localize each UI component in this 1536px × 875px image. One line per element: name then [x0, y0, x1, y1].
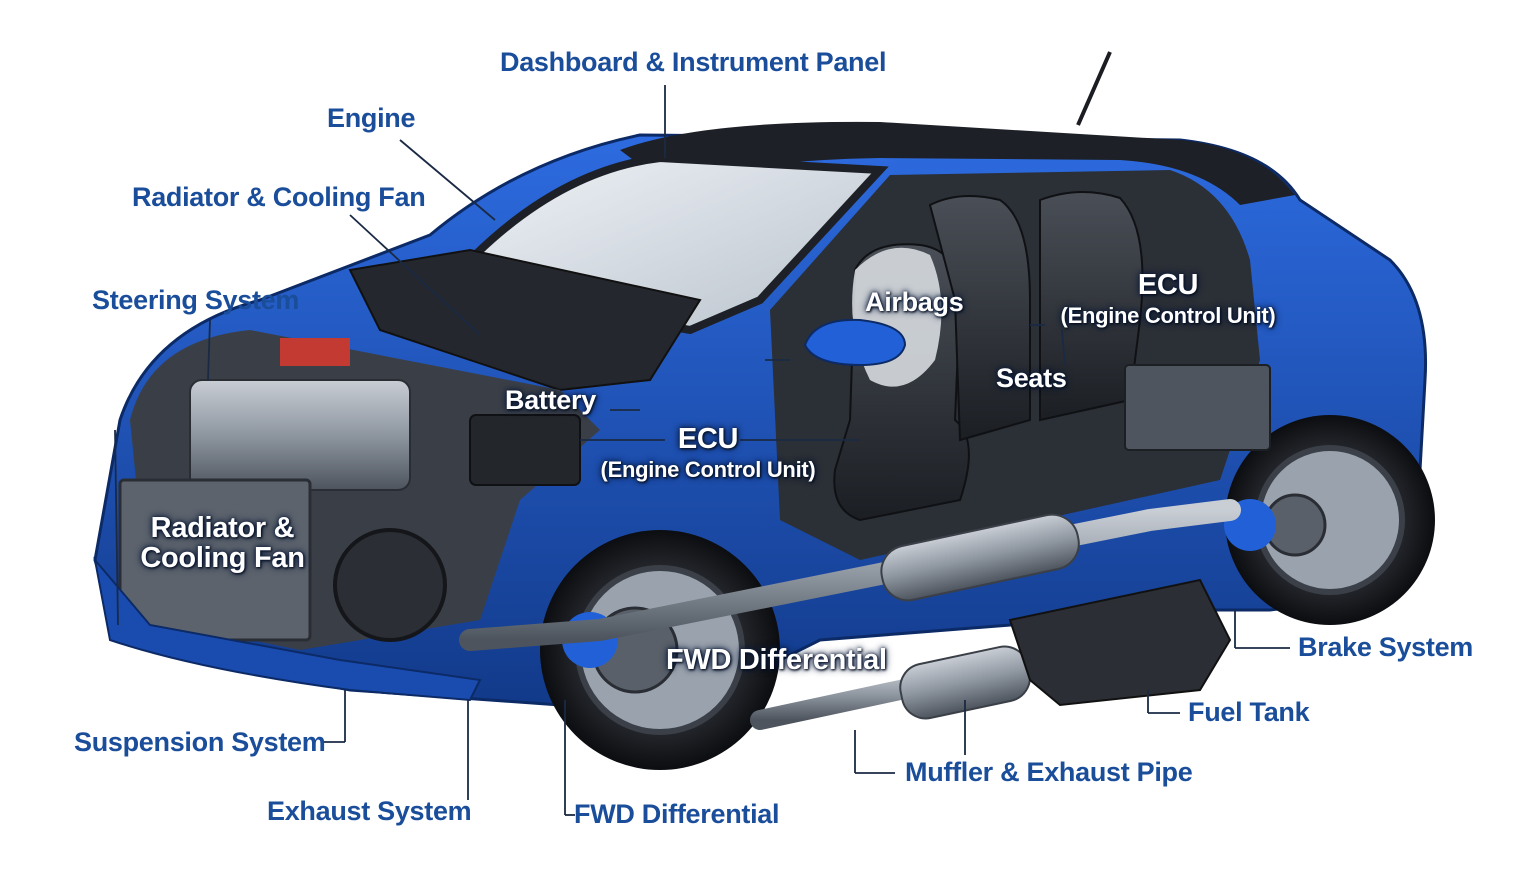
label-suspension: Suspension System — [74, 727, 326, 757]
label-muffler: Muffler & Exhaust Pipe — [905, 757, 1193, 787]
side-mirror — [803, 318, 907, 367]
label-fwd-inner: FWD Differential — [666, 644, 887, 676]
label-battery: Battery — [505, 385, 596, 415]
label-dashboard: Dashboard & Instrument Panel — [500, 47, 887, 77]
engine-block — [189, 379, 411, 491]
roof-trim — [620, 121, 1295, 205]
engine-cover — [280, 338, 350, 366]
label-engine: Engine — [327, 103, 416, 133]
label-radiator-top: Radiator & Cooling Fan — [132, 182, 426, 212]
label-airbags: Airbags — [865, 287, 964, 317]
label-ecu-center: ECU (Engine Control Unit) — [598, 424, 818, 482]
label-brake: Brake System — [1298, 632, 1474, 662]
label-radiator-inner-line2: Cooling Fan — [140, 542, 305, 575]
label-exhaust: Exhaust System — [267, 796, 472, 826]
label-ecu-center-sub: (Engine Control Unit) — [600, 457, 816, 483]
label-ecu-right: ECU (Engine Control Unit) — [1048, 270, 1288, 328]
label-seats: Seats — [996, 363, 1067, 393]
leader-lines — [114, 85, 1290, 816]
front-bumper — [93, 556, 482, 702]
label-radiator-inner: Radiator & Cooling Fan — [135, 513, 310, 574]
label-ecu-center-title: ECU — [677, 423, 739, 455]
fuel-tank — [1008, 578, 1232, 707]
label-steering: Steering System — [92, 285, 300, 315]
cooling-fan — [333, 528, 447, 642]
ecu-module — [1124, 364, 1271, 451]
antenna — [1076, 51, 1112, 126]
label-radiator-inner-line1: Radiator & — [150, 512, 295, 544]
catalytic-converter — [880, 513, 1080, 602]
battery-box — [469, 414, 581, 486]
hood — [348, 248, 702, 392]
rear-seat — [928, 195, 1031, 442]
label-ecu-right-title: ECU — [1137, 269, 1199, 301]
label-ecu-right-sub: (Engine Control Unit) — [1060, 303, 1276, 329]
label-fwd-bottom: FWD Differential — [574, 799, 780, 829]
label-fuel-tank: Fuel Tank — [1188, 697, 1310, 727]
